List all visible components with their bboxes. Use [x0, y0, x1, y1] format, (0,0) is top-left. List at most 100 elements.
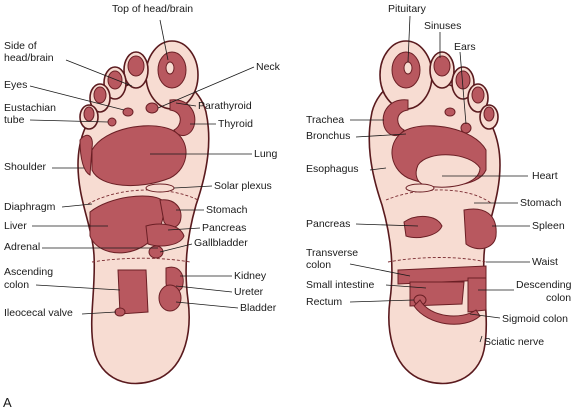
label-ears: Ears [454, 41, 476, 53]
label-descending-2: colon [546, 292, 572, 304]
label-transverse-2: colon [306, 259, 332, 271]
label-parathyroid: Parathyroid [198, 100, 252, 112]
label-stomach-right: Stomach [520, 197, 562, 209]
leader-side-head [65, 59, 133, 87]
label-side-of-head-1: Side of [4, 40, 37, 52]
label-sigmoid-colon: Sigmoid colon [502, 313, 568, 325]
leader-ureter [175, 285, 233, 293]
left-eye-zone [122, 107, 134, 117]
left-ascending-colon-zone [117, 269, 149, 315]
leader-ears [459, 51, 467, 125]
label-pituitary: Pituitary [388, 3, 426, 15]
leader-pancreas [167, 227, 201, 231]
left-waist-line [91, 257, 191, 263]
label-ileocecal: Ileocecal valve [4, 307, 73, 319]
left-diaphragm-line [87, 189, 199, 205]
label-heart: Heart [532, 170, 558, 182]
leader-bronchus [355, 133, 407, 138]
leader-parathyroid [175, 102, 197, 107]
label-descending-1: Descending [516, 279, 572, 291]
right-waist-line [387, 257, 487, 263]
left-toe5-zone [83, 106, 95, 122]
leader-ascending [35, 284, 121, 291]
left-toe2-zone [127, 55, 145, 77]
label-adrenal: Adrenal [4, 241, 41, 253]
left-gallbladder-zone [148, 245, 164, 259]
label-small-intestine: Small intestine [306, 279, 375, 291]
right-sigmoid-colon-zone [413, 299, 481, 325]
leader-pancreas-r [355, 223, 419, 227]
right-heart-zone [415, 154, 481, 188]
leader-small-int [385, 284, 427, 289]
right-toe4-zone [471, 86, 485, 104]
label-sinuses: Sinuses [424, 20, 462, 32]
label-solar-plexus: Solar plexus [214, 180, 272, 192]
right-toe2-zone [433, 55, 451, 77]
label-side-of-head-2: head/brain [4, 52, 54, 64]
right-toe5-zone [483, 106, 495, 122]
label-ureter: Ureter [234, 286, 264, 298]
left-lung-zone [91, 125, 187, 187]
right-descending-colon-zone [467, 277, 487, 313]
right-solar-plexus-zone [405, 183, 435, 193]
left-toe4-zone [93, 86, 107, 104]
leader-esophagus [369, 167, 387, 171]
right-pituitary-zone [403, 61, 413, 75]
label-thyroid: Thyroid [218, 118, 254, 130]
leader-eyes [29, 85, 125, 111]
left-shoulder-zone [79, 134, 93, 176]
label-esophagus: Esophagus [306, 163, 359, 175]
leader-sciatic [479, 335, 483, 343]
label-shoulder: Shoulder [4, 161, 47, 173]
right-eye-zone [444, 107, 456, 117]
leader-top-head [159, 19, 169, 61]
label-bronchus: Bronchus [306, 130, 351, 142]
label-pancreas-left: Pancreas [202, 222, 247, 234]
label-eustachian-1: Eustachian [4, 102, 56, 114]
left-toe3-zone [107, 70, 123, 90]
figure-letter: A [3, 395, 12, 410]
leader-rectum [349, 299, 415, 303]
right-trachea-zone [382, 99, 409, 136]
label-waist: Waist [532, 256, 558, 268]
leader-pituitary [407, 15, 411, 63]
label-neck: Neck [256, 61, 280, 73]
label-stomach-left: Stomach [206, 204, 248, 216]
leader-gallbladder [159, 243, 193, 253]
label-top-of-head: Top of head/brain [112, 3, 194, 15]
leader-diaphragm [61, 203, 93, 208]
label-transverse-1: Transverse [306, 247, 359, 259]
label-rectum: Rectum [306, 296, 343, 308]
leader-bladder [175, 301, 239, 309]
leader-eustachian [29, 119, 109, 123]
label-eyes: Eyes [4, 79, 28, 91]
leader-sigmoid [469, 313, 501, 319]
label-sciatic-nerve: Sciatic nerve [484, 336, 545, 348]
left-eustachian-zone [107, 117, 117, 127]
label-kidney: Kidney [234, 270, 267, 282]
leader-solar [173, 185, 213, 189]
label-diaphragm: Diaphragm [4, 201, 56, 213]
label-gallbladder: Gallbladder [194, 237, 248, 249]
label-trachea: Trachea [306, 114, 345, 126]
left-bladder-zone [158, 284, 182, 312]
left-pituitary-dot [165, 61, 175, 75]
leader-neck [157, 66, 255, 109]
right-diaphragm-line [385, 189, 493, 205]
label-ascending-2: colon [4, 279, 30, 291]
label-bladder: Bladder [240, 302, 277, 314]
leader-transverse [349, 263, 411, 277]
label-pancreas-right: Pancreas [306, 218, 351, 230]
label-eustachian-2: tube [4, 114, 25, 126]
left-neck-zone [145, 102, 159, 114]
left-thyroid-zone [169, 99, 196, 136]
left-ileocecal-zone [114, 307, 126, 317]
right-spleen-zone [463, 208, 497, 250]
label-lung: Lung [254, 148, 278, 160]
label-spleen: Spleen [532, 220, 565, 232]
left-solar-plexus-zone [145, 183, 175, 193]
leader-ileocecal [81, 311, 117, 315]
label-ascending-1: Ascending [4, 266, 54, 278]
